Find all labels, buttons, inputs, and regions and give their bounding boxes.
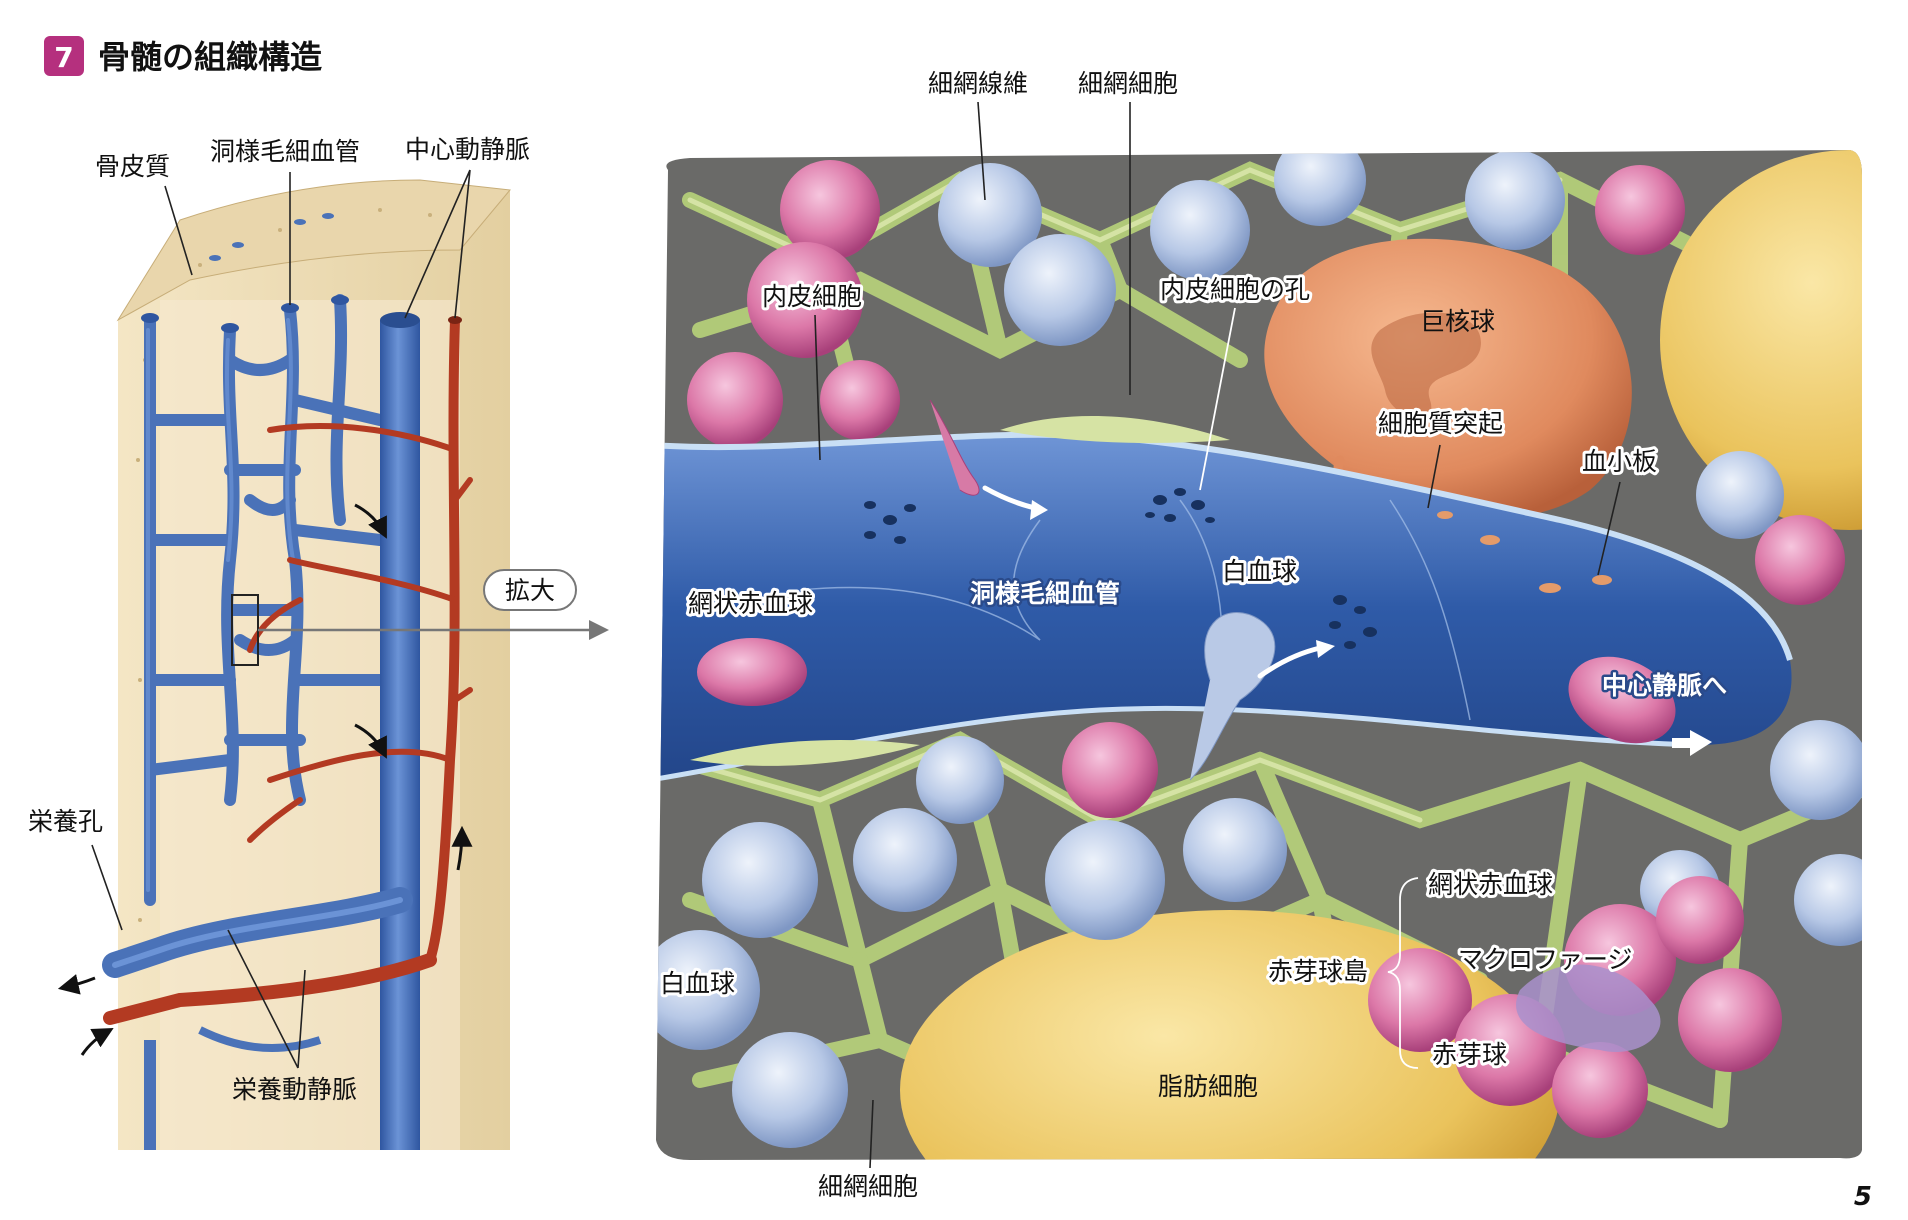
label-platelet: 血小板 [1582,447,1657,476]
left-labels: 骨皮質 洞様毛細血管 中心動静脈 栄養孔 栄養動静脈 [28,135,530,1104]
flow-arrows [57,503,473,1056]
label-sinusoid: 洞様毛細血管 [210,137,360,166]
reticulocyte-migrating [1568,656,1676,744]
label-sinusoid-center: 洞様毛細血管 [970,579,1120,608]
to-vein-arrow [1672,730,1712,756]
cortical-canals [209,213,334,261]
lumen-flow-arrows [982,485,1323,679]
adipocyte-top-right [1660,150,1862,530]
central-artery [425,319,460,962]
section-number: 7 [54,41,73,74]
nutrient-artery [103,953,437,1025]
label-reticulocyte-left: 網状赤血球 [688,589,813,618]
page-number: 5 [1854,1182,1872,1212]
section-number-badge [44,36,84,76]
label-endothelial-pore: 内皮細胞の孔 [1160,275,1310,304]
label-cytoplasmic-process: 細胞質突起 [1378,409,1503,438]
label-erythroblast: 赤芽球 [1432,1040,1507,1069]
enlarge-label: 拡大 [505,576,555,605]
label-reticular-cell-bottom: 細網細胞 [818,1172,918,1201]
label-endothelial-cell: 内皮細胞 [762,282,862,311]
sinusoid-openings [141,295,349,333]
bone-section-illustration [57,179,511,1150]
platelets [1437,511,1612,593]
label-central-vessels: 中心動静脈 [405,135,530,164]
label-adipocyte: 脂肪細胞 [1158,1072,1258,1101]
label-cortical-bone: 骨皮質 [95,152,170,181]
right-labels: 細網線維 細網細胞 内皮細胞 内皮細胞の孔 巨核球 細胞質突起 血小板 網状赤血… [657,69,1730,1201]
label-leukocyte-left: 白血球 [660,969,735,998]
page-title: 骨髄の組織構造 [98,38,322,76]
enlarge-pill [483,569,577,611]
reticular-cell-over-sinus [1000,416,1230,443]
leukocyte-entering [1189,612,1276,781]
reticulocyte-entering [929,399,980,496]
macrophage-cell [1516,964,1661,1052]
label-reticular-cell-top: 細網細胞 [1078,69,1178,98]
central-vein [380,320,420,1150]
reticulocyte-in-lumen [697,638,807,706]
cortical-bone-top [116,179,511,322]
label-to-central-vein: 中心静脈へ [1602,671,1727,700]
label-reticular-fiber: 細網線維 [928,69,1028,98]
label-reticulocyte-island: 網状赤血球 [1428,870,1553,899]
enlarge-pointer: 拡大 [258,569,609,640]
header: 7 骨髄の組織構造 [44,36,322,76]
label-macrophage: マクロファージ [1458,945,1633,974]
label-nutrient-foramen: 栄養孔 [28,807,103,836]
label-megakaryocyte: 巨核球 [1420,307,1495,336]
label-erythroblastic-island: 赤芽球島 [1268,957,1368,986]
artery-branches [247,423,473,843]
megakaryocyte-cell [1264,238,1632,519]
magnified-marrow [656,150,1862,1160]
label-leukocyte-center: 白血球 [1222,557,1297,586]
label-nutrient-vessels: 栄養動静脈 [232,1075,357,1104]
endothelial-pores [864,488,1377,649]
island-brace [1387,877,1419,1069]
sinusoid-endothelium-top [656,431,1793,661]
